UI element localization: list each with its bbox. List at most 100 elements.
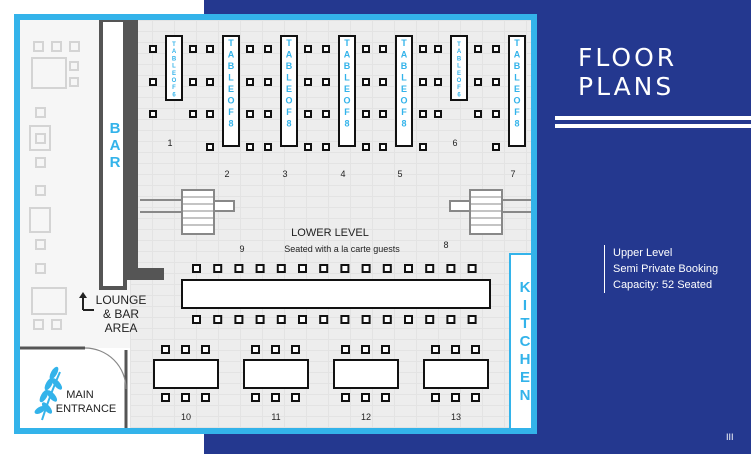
long-table	[181, 279, 491, 309]
chair	[291, 345, 300, 354]
chair	[213, 315, 223, 324]
stairs-left	[140, 189, 235, 235]
chair	[264, 110, 272, 118]
chair	[201, 393, 210, 402]
bar-back	[124, 20, 138, 280]
lounge-label-3: AREA	[105, 321, 138, 335]
chair	[431, 345, 440, 354]
bottom-table-13: 13	[423, 345, 489, 422]
chair	[362, 78, 370, 86]
entrance-area	[20, 348, 130, 428]
chair	[246, 143, 254, 151]
chair	[264, 143, 272, 151]
chair	[161, 345, 170, 354]
chair	[255, 264, 265, 273]
table-number-9: 9	[239, 244, 244, 254]
chair	[492, 143, 500, 151]
chair	[322, 143, 330, 151]
chair	[206, 143, 214, 151]
page-title: FLOOR PLANS	[578, 42, 678, 101]
chair	[467, 315, 477, 324]
chair	[255, 315, 265, 324]
chair	[425, 264, 435, 273]
bar-corner	[124, 268, 164, 280]
chair	[264, 45, 272, 53]
chair	[251, 345, 260, 354]
chair	[361, 315, 371, 324]
chair	[246, 110, 254, 118]
chair	[471, 345, 480, 354]
chair	[322, 110, 330, 118]
chair	[451, 345, 460, 354]
bottom-table-12: 12	[333, 345, 399, 422]
chair	[304, 78, 312, 86]
chair	[419, 78, 427, 86]
chair	[474, 78, 482, 86]
chair	[304, 110, 312, 118]
chair	[271, 393, 280, 402]
table-number-4: 4	[340, 169, 345, 179]
table-number-5: 5	[397, 169, 402, 179]
chair	[361, 264, 371, 273]
chair	[271, 345, 280, 354]
chair	[149, 45, 157, 53]
chair	[322, 78, 330, 86]
kitchen	[509, 253, 531, 428]
chair	[181, 345, 190, 354]
chair	[474, 110, 482, 118]
chair	[189, 45, 197, 53]
door-swing	[84, 347, 127, 390]
chair	[319, 264, 329, 273]
chair	[467, 264, 477, 273]
chair	[206, 110, 214, 118]
chair	[322, 45, 330, 53]
chair	[206, 45, 214, 53]
chair	[189, 110, 197, 118]
chair	[361, 345, 370, 354]
info-level: Upper Level	[613, 247, 673, 259]
chair	[379, 110, 387, 118]
chair	[362, 110, 370, 118]
chair	[181, 393, 190, 402]
bottom-table-11: 11	[243, 345, 309, 422]
chair	[213, 264, 223, 273]
chair	[474, 45, 482, 53]
lounge-label-1: LOUNGE	[96, 293, 147, 307]
chair	[492, 78, 500, 86]
chair	[276, 315, 286, 324]
laurel-icon	[34, 366, 63, 421]
chair	[404, 264, 413, 273]
chair	[492, 110, 500, 118]
chair	[234, 315, 244, 324]
chair	[251, 393, 260, 402]
chair	[434, 78, 442, 86]
chair	[192, 315, 201, 324]
chair	[381, 345, 390, 354]
page-number: III	[726, 432, 734, 442]
chair	[206, 78, 214, 86]
info-booking-type: Semi Private Booking	[613, 263, 719, 275]
chair	[340, 264, 350, 273]
chair	[431, 393, 440, 402]
chair	[379, 143, 387, 151]
chair	[471, 393, 480, 402]
chair	[382, 315, 392, 324]
table-number-11: 11	[271, 412, 280, 422]
table-number-12: 12	[361, 412, 371, 422]
table-number-10: 10	[181, 412, 191, 422]
chair	[149, 78, 157, 86]
chair	[189, 78, 197, 86]
chair	[361, 393, 370, 402]
table-number-2: 2	[224, 169, 229, 179]
chair	[419, 45, 427, 53]
chair	[404, 315, 413, 324]
chair	[291, 393, 300, 402]
stairs-right	[449, 189, 531, 235]
